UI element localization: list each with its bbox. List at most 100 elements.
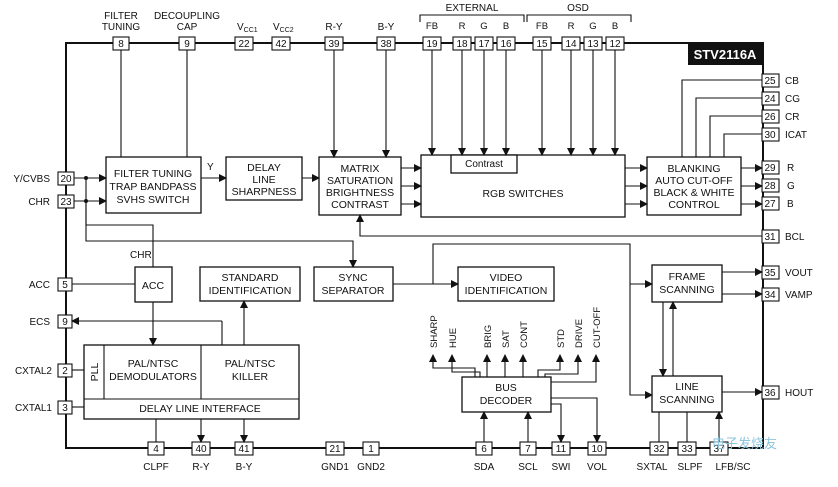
ext-g-label: G [480,21,487,32]
slpf-label: SLPF [677,462,702,473]
pll-label: PLL [89,363,101,382]
svg-text:SYNC: SYNC [338,272,368,284]
svg-text:Contrast: Contrast [465,159,503,170]
svg-text:SCANNING: SCANNING [659,284,714,296]
scl-label: SCL [518,462,538,473]
pin-21 [325,441,345,456]
svg-text:27: 27 [764,199,776,210]
svg-text:BLACK & WHITE: BLACK & WHITE [653,187,734,199]
bottom-pins: 4 CLPF 40 R-Y 41 B-Y 21 GND1 1 GND2 6 SD… [143,441,751,473]
ext-fb-label: FB [426,21,438,32]
svg-text:SEPARATOR: SEPARATOR [321,285,384,297]
osd-r-label: R [568,21,575,32]
pal-killer-label: PAL/NTSC [225,358,276,370]
ic-outline [65,42,764,449]
svg-text:RGB SWITCHES: RGB SWITCHES [482,188,563,200]
svg-text:6: 6 [481,444,487,455]
gnd2-label: GND2 [357,462,385,473]
video-identification-block [457,266,555,302]
sharp-label: SHARP [429,315,440,348]
svg-text:30: 30 [764,130,776,141]
std-label: STD [556,329,567,348]
svg-text:SCANNING: SCANNING [659,394,714,406]
cutoff-label: CUT-OFF [592,307,603,348]
svg-text:22: 22 [238,39,250,50]
left-pins: Y/CVBS 20 CHR 23 ACC 5 ECS 9 CXTAL2 2 CX… [13,171,75,415]
cb-label: CB [785,76,799,87]
bcl-label: BCL [785,232,805,243]
decoupling-label-2: CAP [177,22,198,33]
svg-text:12: 12 [609,39,621,50]
blocks: FILTER TUNING TRAP BANDPASS SVHS SWITCH … [83,154,742,420]
hue-label: HUE [448,328,459,348]
svg-text:TRAP BANDPASS: TRAP BANDPASS [109,181,196,193]
svg-text:IDENTIFICATION: IDENTIFICATION [465,285,548,297]
svg-text:4: 4 [153,444,159,455]
delay-line-interface-label: DELAY LINE INTERFACE [139,403,261,415]
svg-text:36: 36 [764,388,776,399]
chr-label: CHR [28,197,50,208]
blanking-block [646,156,742,216]
svg-text:7: 7 [525,444,531,455]
svg-text:BRIGHTNESS: BRIGHTNESS [326,187,394,199]
svg-text:AUTO CUT-OFF: AUTO CUT-OFF [655,175,732,187]
ecs-label: ECS [29,317,50,328]
ry-bottom-label: R-Y [192,462,210,473]
svg-text:13: 13 [587,39,599,50]
standard-identification-block [199,266,301,302]
cr-label: CR [785,112,799,123]
svg-text:SVHS SWITCH: SVHS SWITCH [117,194,190,206]
svg-text:17: 17 [478,39,490,50]
svg-text:FILTER TUNING: FILTER TUNING [114,168,192,180]
delay-line-block [225,156,303,201]
watermark: 电子发烧友 [712,436,777,452]
svg-text:42: 42 [275,39,287,50]
matrix-block [318,156,402,216]
decoupling-label: DECOUPLING [154,11,220,22]
clpf-label: CLPF [143,462,169,473]
g-out-label: G [787,181,795,192]
icat-label: ICAT [785,130,807,141]
svg-text:16: 16 [500,39,512,50]
hout-label: HOUT [785,388,813,399]
swi-label: SWI [552,462,571,473]
right-pins: 25 CB 24 CG 26 CR 30 ICAT 29 R 28 G 27 B… [761,73,813,400]
sda-label: SDA [474,462,495,473]
svg-text:3: 3 [62,403,68,414]
ry-top-label: R-Y [325,22,343,33]
ycvbs-label: Y/CVBS [13,174,50,185]
sat-label: SAT [501,330,512,348]
filter-tuning-block [105,156,202,214]
external-bracket [419,14,525,22]
svg-text:5: 5 [62,280,68,291]
lfbsc-label: LFB/SC [715,462,750,473]
line-scanning-block [651,375,723,413]
connections [71,50,763,443]
cont-label: CONT [519,321,530,348]
bus-output-labels: SHARP HUE BRIG SAT CONT STD DRIVE CUT-OF… [429,307,603,348]
b-out-label: B [787,199,794,210]
ext-r-label: R [459,21,466,32]
svg-text:31: 31 [764,232,776,243]
svg-text:34: 34 [764,290,776,301]
vol-label: VOL [587,462,607,473]
svg-text:14: 14 [565,39,577,50]
svg-text:SHARPNESS: SHARPNESS [232,186,297,198]
cxtal2-label: CXTAL2 [15,366,52,377]
svg-text:STANDARD: STANDARD [222,272,279,284]
svg-text:CONTRAST: CONTRAST [331,199,389,211]
bus-decoder-block [461,376,552,413]
pin-1 [362,441,380,456]
r-out-label: R [787,163,794,174]
svg-text:CONTROL: CONTROL [668,199,719,211]
pin-22 [234,36,254,51]
svg-text:11: 11 [556,444,567,455]
svg-text:26: 26 [764,112,776,123]
svg-text:23: 23 [60,197,72,208]
y-signal-label: Y [207,162,214,173]
cg-label: CG [785,94,800,105]
svg-text:10: 10 [591,444,603,455]
pal-demod-label: PAL/NTSC [128,358,179,370]
svg-text:19: 19 [426,39,438,50]
